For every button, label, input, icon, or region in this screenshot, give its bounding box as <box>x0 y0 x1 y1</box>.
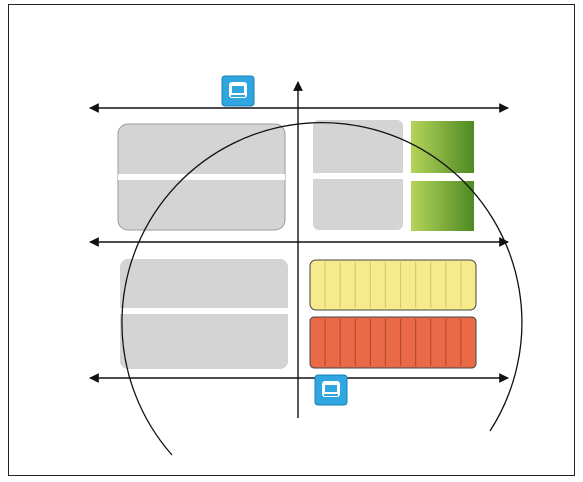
panel-top-green <box>411 121 474 231</box>
panel-top-middle <box>313 120 403 230</box>
red-stripes <box>324 319 462 366</box>
device-icon <box>314 374 348 406</box>
panel-bottom-red <box>309 316 477 369</box>
device-icon <box>221 75 255 107</box>
panel-bottom-yellow <box>309 259 477 311</box>
coverage-circle <box>121 121 523 456</box>
yellow-stripes <box>324 262 462 308</box>
panel-top-left <box>117 123 286 231</box>
panel-bottom-left <box>120 259 288 369</box>
